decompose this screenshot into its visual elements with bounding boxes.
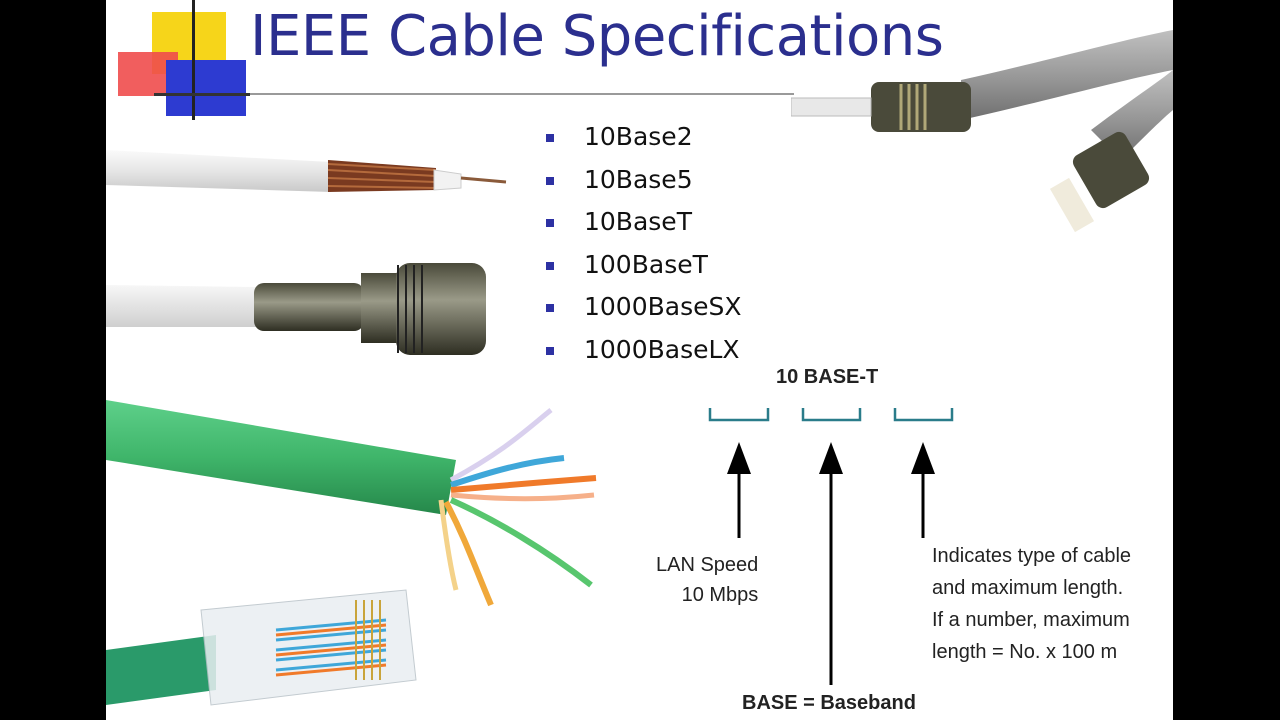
utp-cable-image: [106, 400, 597, 607]
cable-type-line: and maximum length.: [932, 577, 1124, 599]
list-item-label: 1000BaseSX: [584, 292, 742, 322]
bracket-base: [801, 408, 862, 422]
list-item-label: 10Base2: [584, 122, 693, 151]
square-bullet-icon: [546, 219, 554, 228]
list-item: 10Base5: [546, 161, 742, 204]
title-underline: [154, 93, 794, 95]
arrow-up-icon: [911, 442, 935, 474]
slide-title: IEEE Cable Specifications: [250, 4, 944, 69]
speed-label-line: 10 Mbps: [681, 584, 759, 606]
slide: IEEE Cable Specifications: [106, 0, 1173, 720]
logo-square-blue: [166, 60, 246, 116]
cable-spec-list: 10Base2 10Base5 10BaseT 100BaseT 1000Bas…: [546, 118, 742, 374]
square-bullet-icon: [546, 261, 554, 270]
bracket-speed: [708, 408, 770, 422]
logo-horizontal-line: [154, 93, 250, 96]
cable-type-line: length = No. x 100 m: [932, 641, 1118, 663]
bracket-type: [893, 408, 954, 422]
list-item: 100BaseT: [546, 246, 742, 289]
naming-diagram: 10 BASE-T LAN Speed 10 Mbps BASE = Baseb…: [636, 360, 1173, 720]
cable-type-line: If a number, maximum: [932, 609, 1130, 631]
square-bullet-icon: [546, 134, 554, 142]
list-item: 1000BaseLX: [546, 331, 742, 374]
list-item: 10BaseT: [546, 203, 742, 246]
baseband-label: BASE = Baseband: [742, 692, 916, 714]
arrow-up-icon: [819, 442, 843, 474]
list-item: 10Base2: [546, 118, 742, 161]
diagram-lines: [708, 408, 954, 685]
logo-vertical-line: [192, 0, 195, 120]
square-bullet-icon: [546, 176, 554, 185]
cable-type-label: Indicates type of cable and maximum leng…: [932, 540, 1131, 668]
square-bullet-icon: [546, 346, 554, 355]
bnc-connector-image: [106, 263, 486, 355]
speed-label: LAN Speed 10 Mbps: [656, 550, 758, 610]
list-item: 1000BaseSX: [546, 288, 742, 331]
coax-cable-image: [106, 150, 507, 192]
arrow-up-icon: [727, 442, 751, 474]
square-bullet-icon: [546, 304, 554, 313]
diagram-heading: 10 BASE-T: [776, 366, 879, 388]
list-item-label: 10Base5: [584, 164, 693, 194]
speed-label-line: LAN Speed: [656, 554, 759, 576]
list-item-label: 100BaseT: [584, 249, 708, 279]
cable-type-line: Indicates type of cable: [932, 545, 1132, 567]
fiber-connector-image: [791, 30, 1173, 233]
list-item-label: 10BaseT: [584, 207, 692, 237]
rj45-connector-image: [106, 589, 417, 706]
list-item-label: 1000BaseLX: [584, 334, 740, 364]
